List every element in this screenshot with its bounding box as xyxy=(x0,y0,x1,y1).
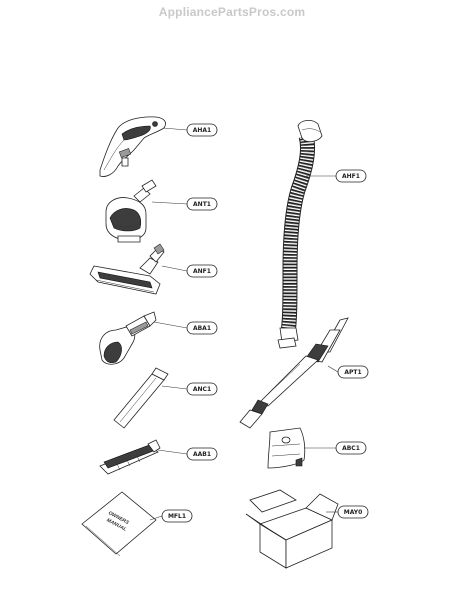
part-code-anf1: ANF1 xyxy=(193,268,211,275)
part-carton-box-illustration xyxy=(245,489,339,569)
part-label-ahf1: AHF1 xyxy=(335,169,367,183)
part-handle-illustration xyxy=(99,116,166,177)
part-code-abc1: ABC1 xyxy=(342,445,360,452)
part-label-aba1: ABA1 xyxy=(186,321,218,335)
part-code-aha1: AHA1 xyxy=(193,127,211,134)
part-owners-manual-illustration: OWNERS MANUAL xyxy=(81,491,157,557)
part-code-ant1: ANT1 xyxy=(193,201,211,208)
part-label-aab1: AAB1 xyxy=(186,447,218,461)
part-code-aab1: AAB1 xyxy=(193,451,211,458)
part-code-ahf1: AHF1 xyxy=(342,173,360,180)
part-floor-brush-illustration xyxy=(89,243,165,295)
part-flexible-hose-illustration xyxy=(277,120,323,349)
part-label-mfl1: MFL1 xyxy=(161,509,193,523)
part-dusting-brush-illustration xyxy=(99,311,157,365)
part-code-aba1: ABA1 xyxy=(193,325,211,332)
part-label-may0: MAY0 xyxy=(337,505,369,519)
part-telescopic-pipe-illustration xyxy=(239,317,349,429)
part-label-ant1: ANT1 xyxy=(186,197,218,211)
part-label-apt1: APT1 xyxy=(337,365,369,379)
part-label-abc1: ABC1 xyxy=(335,441,367,455)
part-turbo-nozzle-illustration xyxy=(105,179,157,243)
part-label-anf1: ANF1 xyxy=(186,264,218,278)
site-watermark: AppliancePartsPros.com xyxy=(158,5,306,19)
part-crevice-tool-illustration xyxy=(113,367,169,429)
part-accessory-holder-illustration xyxy=(99,439,161,475)
part-code-mfl1: MFL1 xyxy=(168,513,186,520)
part-label-aha1: AHA1 xyxy=(186,123,218,137)
part-dust-bag-illustration xyxy=(267,427,306,469)
part-code-apt1: APT1 xyxy=(344,369,361,376)
part-label-anc1: ANC1 xyxy=(186,382,218,396)
part-code-anc1: ANC1 xyxy=(193,386,211,393)
part-code-may0: MAY0 xyxy=(344,509,363,516)
